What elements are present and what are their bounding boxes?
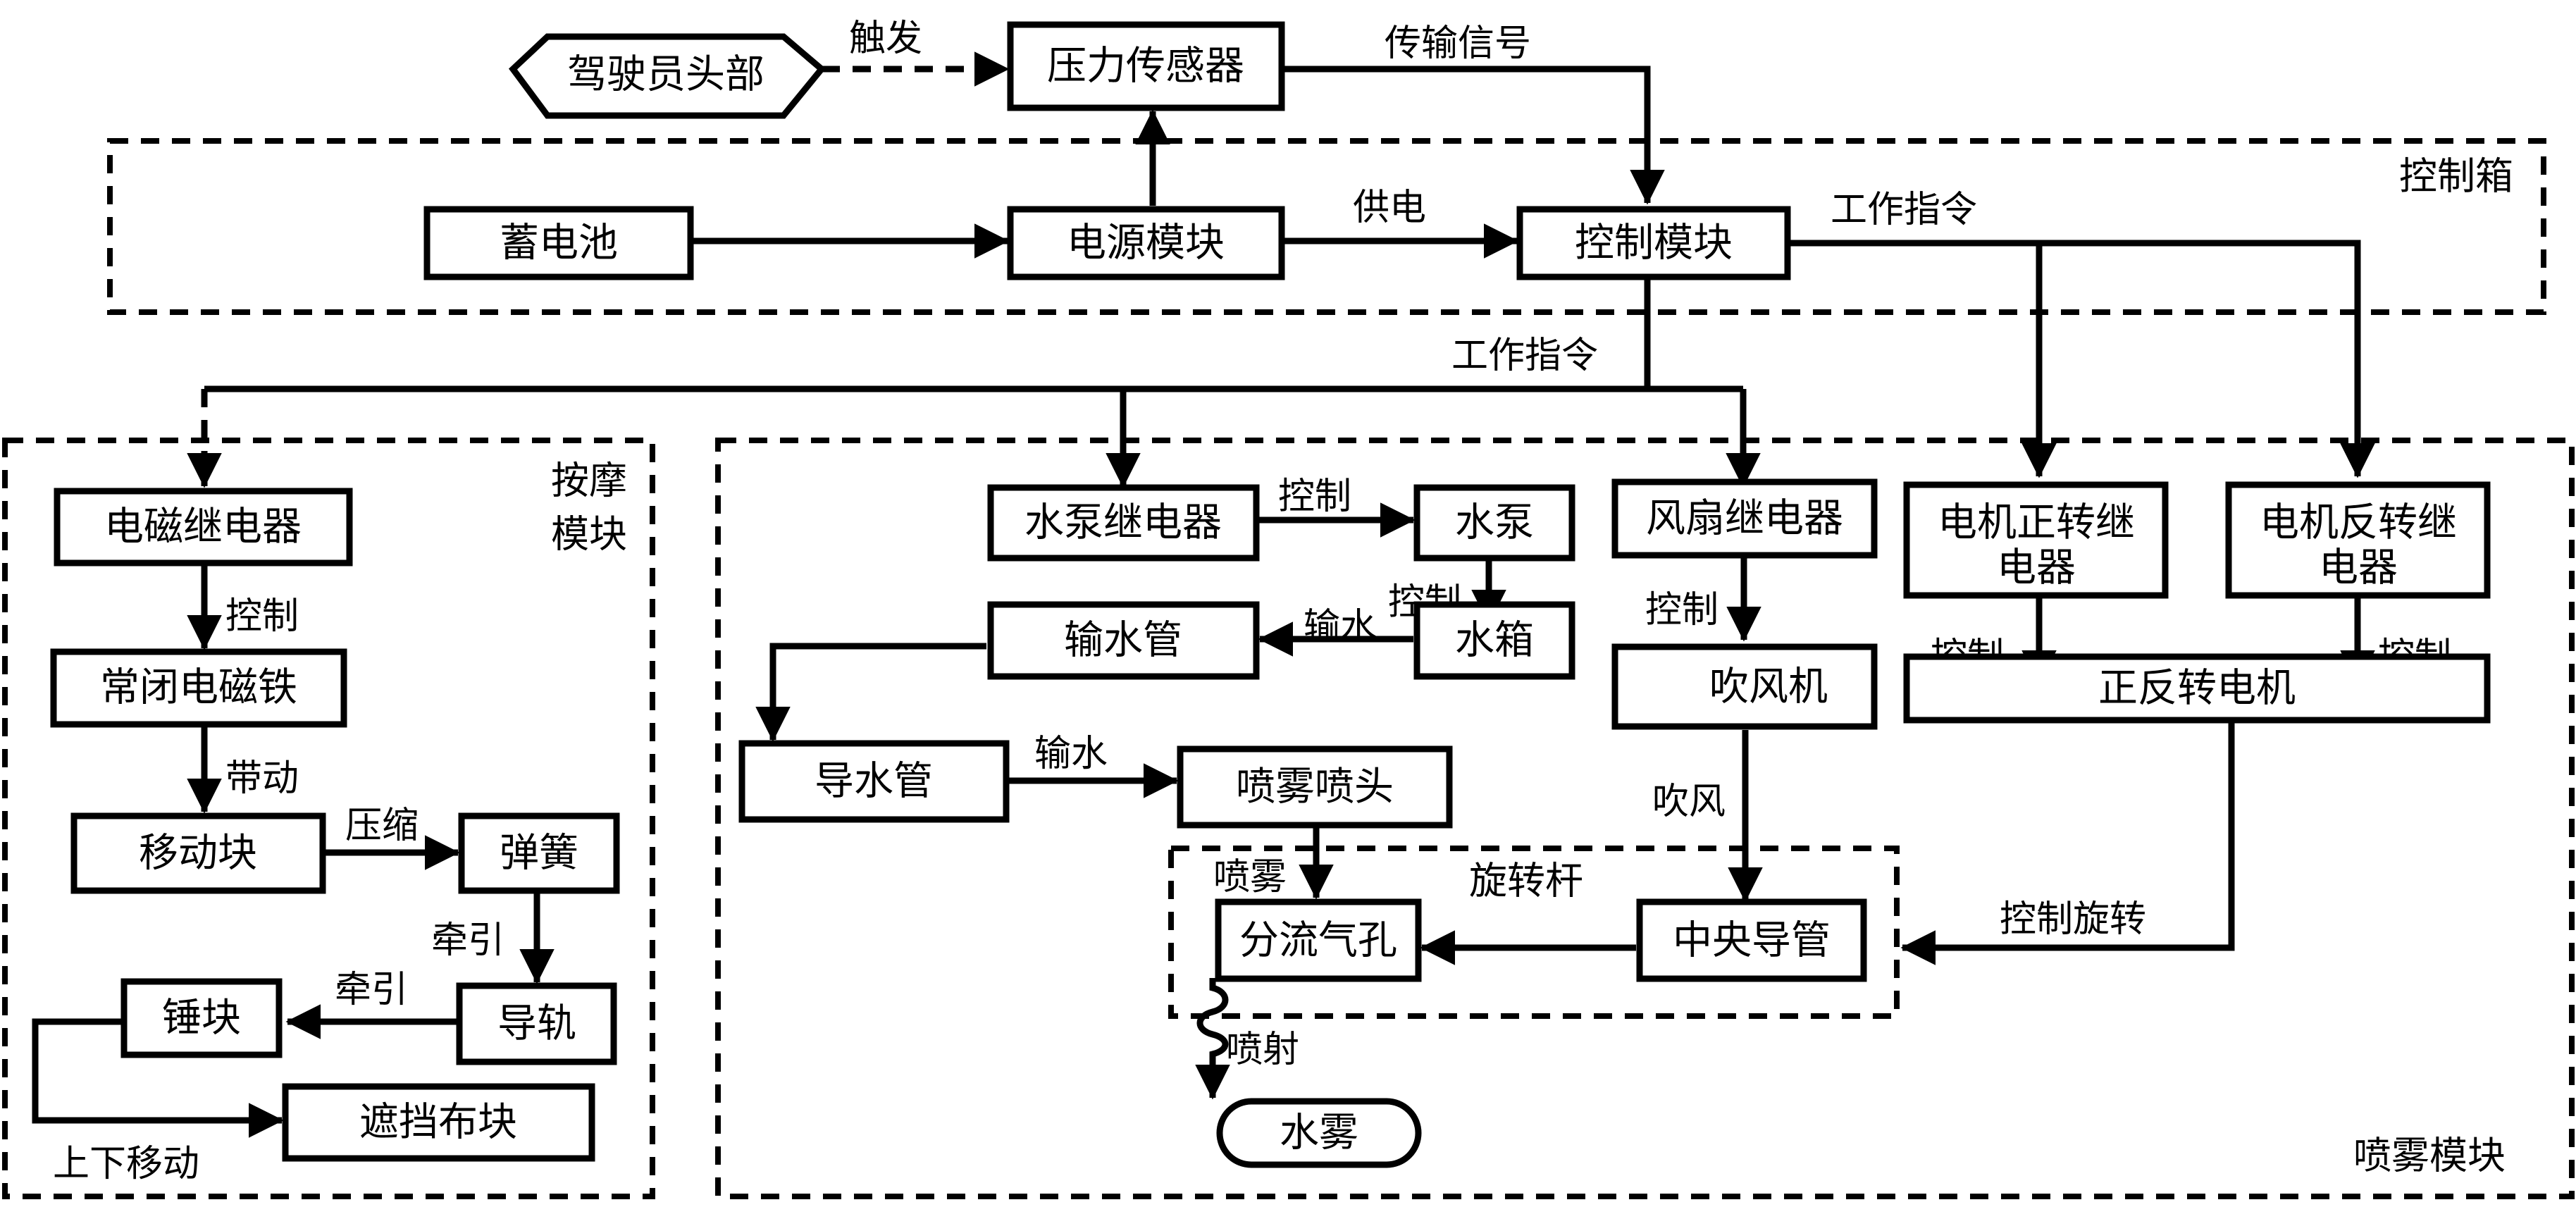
node-hammer-block-label: 锤块 [162,996,241,1041]
node-em-relay-label: 电磁继电器 [104,505,302,550]
node-water-mist[interactable]: 水雾 [1216,1098,1422,1168]
node-fan-relay-label: 风扇继电器 [1646,496,1843,542]
node-motor-fwd-relay-label-2: 电器 [1997,545,2076,591]
edge-label-water-out-1: 输水 [1304,606,1377,648]
edge-label-pump-control: 控制 [1278,476,1351,518]
node-guide-pipe-label: 导水管 [815,759,933,805]
spray-module-label: 喷雾模块 [2353,1134,2506,1178]
edge-label-control-rotation: 控制旋转 [2000,898,2146,941]
node-spring-label: 弹簧 [500,831,578,877]
node-pressure-sensor[interactable]: 压力传感器 [1007,21,1285,111]
node-battery-label: 蓄电池 [500,221,618,266]
edge-label-work-cmd-down: 工作指令 [1451,335,1598,377]
node-cover-cloth-label: 遮挡布块 [359,1100,517,1146]
node-cover-cloth[interactable]: 遮挡布块 [282,1083,595,1162]
control-box-label: 控制箱 [2399,154,2513,199]
node-pump-label: 水泵 [1455,500,1534,546]
node-power-module-label: 电源模块 [1067,221,1225,266]
node-motor-fwd-relay-label-1: 电机正转继 [1938,500,2135,546]
edge-label-compress: 压缩 [345,805,419,847]
edge-label-fan-control: 控制 [1645,589,1719,631]
control-box-group [107,138,2546,315]
edge-jet [1196,978,1229,1060]
edge-control-rotation [1900,720,2235,965]
node-pump-relay-label: 水泵继电器 [1024,500,1222,546]
node-guide-rail-label: 导轨 [497,1001,576,1047]
node-guide-pipe[interactable]: 导水管 [738,740,1010,823]
node-nc-electromagnet[interactable]: 常闭电磁铁 [50,648,347,728]
node-rev-motor[interactable]: 正反转电机 [1903,653,2491,724]
node-spray-nozzle[interactable]: 喷雾喷头 [1177,745,1453,829]
node-fan-relay[interactable]: 风扇继电器 [1611,478,1878,559]
node-hammer-block[interactable]: 锤块 [120,978,283,1058]
edge-label-supply-power: 供电 [1353,187,1426,229]
edge-label-pull-2: 牵引 [335,969,408,1011]
node-power-module[interactable]: 电源模块 [1007,206,1285,280]
node-water-tank-label: 水箱 [1455,618,1534,664]
node-em-relay[interactable]: 电磁继电器 [54,488,353,567]
node-blower[interactable]: 吹风机 [1611,643,1878,730]
node-spring[interactable]: 弹簧 [458,812,620,894]
node-moving-block[interactable]: 移动块 [70,812,326,894]
edge-label-drive: 带动 [225,757,299,800]
node-central-duct[interactable]: 中央导管 [1636,898,1867,982]
node-pump[interactable]: 水泵 [1413,484,1575,562]
node-battery[interactable]: 蓄电池 [423,206,694,280]
node-driver-head-label: 驾驶员头部 [567,52,764,98]
edge-label-em-control: 控制 [225,595,299,638]
node-blower-label: 吹风机 [1709,664,1828,710]
node-moving-block-label: 移动块 [139,831,257,877]
massage-module-label-2: 模块 [551,512,627,557]
node-spray-nozzle-label: 喷雾喷头 [1236,765,1394,810]
node-motor-rev-relay-label-2: 电器 [2319,545,2398,591]
node-pump-relay[interactable]: 水泵继电器 [987,484,1260,562]
node-control-module-label: 控制模块 [1575,221,1733,266]
edge-work-cmd-right [1788,240,2375,478]
edge-label-transmit-signal: 传输信号 [1385,23,1531,65]
node-nc-electromagnet-label: 常闭电磁铁 [100,665,297,711]
massage-module-group [2,438,655,1199]
node-motor-fwd-relay[interactable]: 电机正转继 电器 [1903,481,2169,599]
edge-pipe-to-guide [755,643,986,742]
rotating-rod-label: 旋转杆 [1469,859,1583,903]
node-guide-rail[interactable]: 导轨 [456,982,617,1065]
edge-label-work-cmd-right: 工作指令 [1831,189,1977,231]
edge-label-jet: 喷射 [1226,1029,1299,1071]
node-control-module[interactable]: 控制模块 [1516,206,1791,280]
node-rev-motor-label: 正反转电机 [2098,666,2296,712]
node-pressure-sensor-label: 压力传感器 [1047,44,1244,89]
edge-move-updown [32,1018,284,1138]
edge-label-spray: 喷雾 [1213,856,1287,898]
node-water-mist-label: 水雾 [1280,1110,1358,1156]
node-central-duct-label: 中央导管 [1673,918,1831,964]
rotating-rod-group [1168,846,1900,1019]
edge-transmit-signal [1282,66,1665,205]
spray-module-group [715,438,2575,1199]
edge-label-water-out-2: 输水 [1034,733,1108,775]
edge-label-pull-1: 牵引 [431,920,504,962]
node-delivery-pipe[interactable]: 输水管 [987,601,1260,680]
node-delivery-pipe-label: 输水管 [1064,618,1182,664]
edge-label-trigger: 触发 [849,18,922,60]
node-motor-rev-relay-label-1: 电机反转继 [2260,500,2457,546]
edge-label-move-updown: 上下移动 [53,1143,199,1185]
node-split-air-hole-label: 分流气孔 [1239,918,1397,964]
node-driver-head[interactable]: 驾驶员头部 [508,33,826,119]
node-split-air-hole[interactable]: 分流气孔 [1215,898,1422,982]
node-water-tank[interactable]: 水箱 [1413,601,1575,680]
edge-label-blow: 吹风 [1652,781,1726,823]
node-motor-rev-relay[interactable]: 电机反转继 电器 [2225,481,2491,599]
massage-module-label-1: 按摩 [551,459,627,503]
